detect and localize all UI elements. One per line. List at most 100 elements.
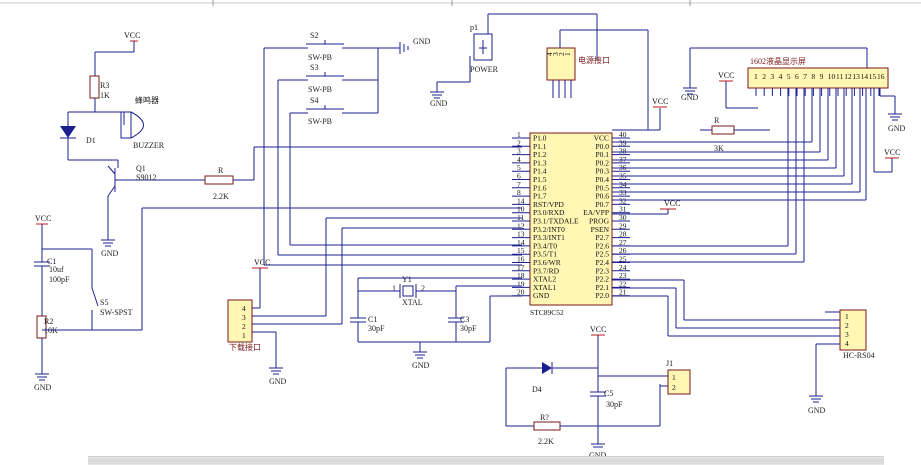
r3-resistor[interactable] — [89, 75, 100, 99]
c1x-value: 30pF — [368, 324, 385, 333]
mcu-pin-name: P1.5 — [533, 175, 547, 184]
p1-connector[interactable] — [473, 33, 493, 61]
mcu-pin-name: P1.1 — [533, 142, 547, 151]
lcd-pin-num: 15 — [869, 72, 877, 81]
mcu-pin-num: 28 — [619, 230, 627, 239]
j1-name: J1 — [666, 359, 673, 368]
j1-body[interactable] — [667, 369, 691, 395]
download-pin4: 4 — [242, 304, 246, 313]
j1-pin1: 1 — [672, 373, 676, 382]
r7-resistor[interactable] — [533, 421, 561, 431]
vcc-label-buzzer: VCC — [124, 31, 140, 40]
mcu-pin-num: 2 — [517, 138, 521, 147]
r2-name: R2 — [44, 317, 53, 326]
mcu-pin-name: P0.0 — [595, 142, 609, 151]
lcd-body[interactable] — [747, 67, 889, 89]
power-port-pin4: 4 — [545, 52, 554, 56]
vcc-label-c5: VCC — [590, 325, 606, 334]
lcd-pin-num: 7 — [803, 72, 807, 81]
mcu-pin-name: P3.4/T0 — [533, 241, 557, 250]
d1-name: D1 — [86, 136, 96, 145]
s3-type: SW-PB — [308, 85, 332, 94]
mcu-pin-name: P2.1 — [595, 283, 609, 292]
mcu-pin-num: 15 — [517, 246, 525, 255]
gnd-label-q1: GND — [101, 249, 119, 258]
lcd-pin-num: 6 — [795, 72, 799, 81]
mcu-pin-name: P2.4 — [595, 258, 609, 267]
gnd-label-sw: GND — [413, 37, 431, 46]
mcu-pin-name: P0.2 — [595, 158, 609, 167]
power-port-pin1: 1 — [563, 52, 572, 56]
mcu-pin-name: P3.0/RXD — [533, 208, 565, 217]
mcu-pin-name: P1.4 — [533, 167, 547, 176]
mcu-pin-name: P2.2 — [595, 275, 609, 284]
mcu-pin-num: 31 — [619, 205, 627, 214]
hc-pin2: 2 — [845, 321, 849, 330]
buzzer-section: VCC R3 1K D1 蜂鸣器 BUZZER Q1 S9012 GND — [60, 31, 522, 258]
mcu-pin-name: P3.3/INT1 — [533, 233, 565, 242]
mcu-pin-num: 30 — [619, 213, 627, 222]
mcu-pin-num: 8 — [517, 188, 521, 197]
r-base-name: R — [218, 166, 224, 175]
mcu-pin-name: EA/VPP — [583, 208, 609, 217]
download-pin2: 2 — [242, 322, 246, 331]
download-port: 4 3 2 1 下载接口 VCC GND — [227, 217, 522, 386]
mcu-pin-num: 16 — [517, 255, 525, 264]
y1-pin2: 2 — [421, 284, 425, 293]
lcd-pin-num: 13 — [852, 72, 860, 81]
lcd-pin-num: 11 — [836, 72, 843, 81]
mcu-pin-num: 21 — [619, 288, 627, 297]
vcc-label-reset: VCC — [35, 214, 51, 223]
r-base-resistor[interactable] — [204, 175, 234, 185]
gnd-label-crystal: GND — [412, 361, 430, 370]
s4-type: SW-PB — [308, 117, 332, 126]
lcd-pin-num: 8 — [811, 72, 815, 81]
vcc-label-download: VCC — [254, 258, 270, 267]
mcu-pin-name: P3.7/RD — [533, 266, 560, 275]
power-port-body[interactable] — [546, 47, 576, 81]
r-lcd-resistor[interactable] — [711, 125, 735, 135]
d1-led[interactable] — [60, 126, 76, 138]
hc-pin1: 1 — [845, 312, 849, 321]
buzzer[interactable] — [120, 111, 132, 139]
push-buttons: S2 SW-PB GND S3 SW-PB S4 SW-PB — [263, 31, 522, 266]
mcu-pin-name: P3.6/WR — [533, 258, 561, 267]
download-port-body[interactable] — [227, 299, 253, 343]
scrollbar-thumb[interactable] — [88, 458, 884, 464]
download-pin1: 1 — [242, 331, 246, 340]
gnd-label-c5: GND — [589, 451, 607, 460]
c1x-name: C1 — [368, 315, 377, 324]
lcd-pin-num: 3 — [770, 72, 774, 81]
power-port-pin2: 2 — [557, 52, 566, 56]
indicator-section: VCC C5 30pF GND D4 R? 2.2K J1 1 2 — [505, 325, 691, 460]
c3-name: C3 — [460, 315, 469, 324]
d4-led[interactable] — [542, 362, 552, 374]
horizontal-scrollbar[interactable] — [88, 456, 884, 465]
reset-section: VCC C1 10uf 100pF R2 10K GND S5 SW-SPST — [34, 207, 522, 392]
mcu-pin-num: 6 — [517, 172, 521, 181]
mcu-pin-name: XTAL1 — [533, 283, 556, 292]
mcu-pin-name: P3.5/T1 — [533, 250, 557, 259]
power-port-label: 电源接口 — [578, 55, 610, 65]
mcu-pin-name: P0.1 — [595, 150, 609, 159]
y1-crystal[interactable] — [402, 285, 414, 297]
mcu-pin-name: P2.7 — [595, 233, 609, 242]
c1-value2: 100pF — [49, 275, 70, 284]
s5-name: S5 — [100, 298, 108, 307]
mcu-pin-name: P1.2 — [533, 150, 547, 159]
download-pin3: 3 — [242, 313, 246, 322]
mcu-pin-name: P3.1/TXDALE — [533, 217, 579, 226]
mcu-pin-num: 17 — [517, 263, 525, 272]
hc-body[interactable] — [839, 309, 867, 351]
mcu-pin-num: 20 — [517, 288, 525, 297]
power-jack: p1 POWER GND — [430, 13, 598, 108]
c1-value1: 10uf — [49, 265, 64, 274]
q1-name: Q1 — [136, 164, 146, 173]
c5-name: C5 — [604, 389, 613, 398]
mcu-pin-num: 14 — [517, 238, 525, 247]
mcu-pin-name: P2.6 — [595, 241, 609, 250]
mcu-pin-name: XTAL2 — [533, 275, 556, 284]
p1-name: p1 — [470, 23, 478, 32]
